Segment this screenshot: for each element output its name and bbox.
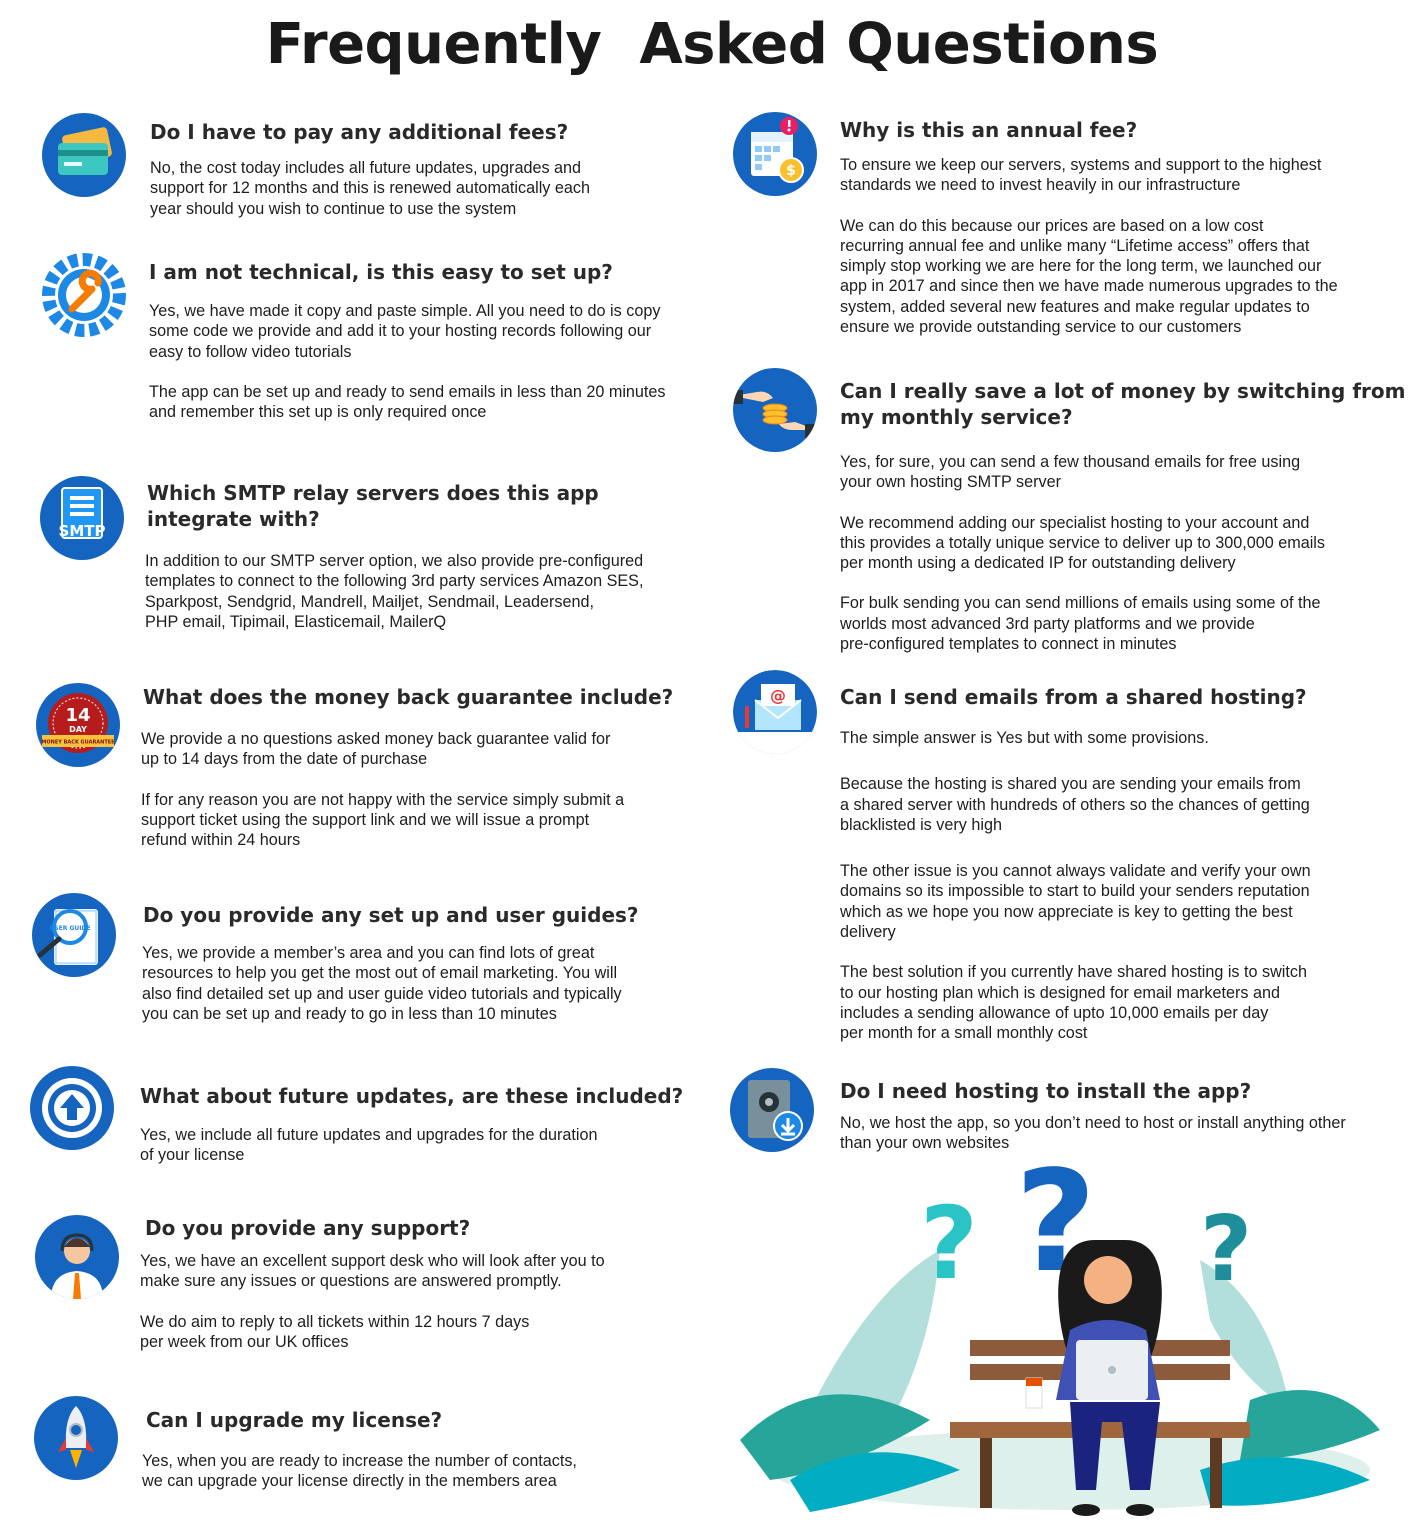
answer-paragraph: We can do this because our prices are ba…: [840, 216, 1338, 337]
gear-wrench-icon: [42, 253, 126, 337]
faq-item-future-updates: What about future updates, are these inc…: [30, 1066, 710, 1176]
answer-paragraph: To ensure we keep our servers, systems a…: [840, 156, 1322, 195]
answer-paragraph: Yes, we have an excellent support desk w…: [140, 1252, 605, 1291]
answer-paragraph: No, the cost today includes all future u…: [150, 159, 591, 218]
faq-item-user-guides: USER GUIDE Do you provide any set up and…: [32, 893, 712, 1033]
install-download-icon: [730, 1068, 814, 1152]
faq-answer: No, we host the app, so you don’t need t…: [840, 1113, 1410, 1154]
badge-banner: MONEY BACK GUARANTEE: [41, 740, 115, 746]
answer-paragraph: No, we host the app, so you don’t need t…: [840, 1114, 1346, 1153]
faq-question: I am not technical, is this easy to set …: [149, 260, 613, 284]
faq-question: Can I upgrade my license?: [146, 1408, 443, 1432]
answer-paragraph: Yes, we have made it copy and paste simp…: [149, 302, 661, 361]
faq-answer: Yes, for sure, you can send a few thousa…: [840, 452, 1410, 654]
answer-paragraph: The best solution if you currently have …: [840, 963, 1307, 1043]
faq-question: Can I really save a lot of money by swit…: [840, 379, 1406, 429]
faq-answer: To ensure we keep our servers, systems a…: [840, 155, 1410, 337]
credit-card-icon: [42, 113, 126, 197]
faq-question: Do you provide any set up and user guide…: [143, 903, 639, 927]
smtp-icon: SMTP: [40, 476, 124, 560]
faq-question: What does the money back guarantee inclu…: [143, 685, 674, 709]
smtp-icon-label: SMTP: [59, 522, 106, 540]
faq-answer: Yes, we have made it copy and paste simp…: [149, 301, 724, 422]
faq-answer: Yes, we have an excellent support desk w…: [140, 1251, 715, 1352]
answer-paragraph: Yes, when you are ready to increase the …: [142, 1452, 577, 1491]
answer-paragraph: Yes, we include all future updates and u…: [140, 1126, 598, 1165]
faq-item-annual-fee: $ Why is this an annual fee? To ensure w…: [733, 112, 1413, 342]
faq-item-support: Do you provide any support? Yes, we have…: [35, 1215, 715, 1355]
faq-item-easy-setup: I am not technical, is this easy to set …: [42, 253, 722, 433]
email-envelope-icon: @: [733, 670, 817, 754]
answer-paragraph: In addition to our SMTP server option, w…: [145, 552, 644, 631]
faq-question: Can I send emails from a shared hosting?: [840, 685, 1307, 709]
faq-question: Which SMTP relay servers does this app i…: [147, 481, 599, 531]
answer-paragraph: We recommend adding our specialist hosti…: [840, 513, 1326, 573]
answer-paragraph: The app can be set up and ready to send …: [149, 382, 666, 422]
faq-answer: Yes, when you are ready to increase the …: [142, 1451, 717, 1492]
answer-paragraph: For bulk sending you can send millions o…: [840, 594, 1321, 654]
svg-text:$: $: [786, 163, 796, 179]
faq-answer: Yes, we include all future updates and u…: [140, 1125, 715, 1166]
rocket-icon: [34, 1396, 118, 1480]
woman-laptop-question-marks-icon: ? ? ?: [730, 1140, 1410, 1532]
svg-text:?: ?: [920, 1185, 978, 1302]
user-guide-label: USER GUIDE: [49, 925, 90, 932]
answer-paragraph: Yes, we provide a member’s area and you …: [142, 944, 622, 1023]
upload-arrow-icon: [30, 1066, 114, 1150]
faq-item-install-hosting: Do I need hosting to install the app? No…: [730, 1068, 1410, 1158]
user-guide-icon: USER GUIDE: [32, 893, 116, 977]
answer-paragraph: We provide a no questions asked money ba…: [141, 730, 611, 769]
answer-paragraph: If for any reason you are not happy with…: [141, 790, 625, 850]
faq-question: What about future updates, are these inc…: [140, 1084, 684, 1108]
hand-coins-icon: [733, 368, 817, 452]
badge-day: DAY: [69, 725, 87, 734]
answer-paragraph: Because the hosting is shared you are se…: [840, 775, 1310, 834]
faq-item-save-money: Can I really save a lot of money by swit…: [733, 368, 1413, 653]
faq-answer: The simple answer is Yes but with some p…: [840, 728, 1410, 1044]
faq-answer: No, the cost today includes all future u…: [150, 158, 720, 219]
badge-number: 14: [65, 705, 90, 726]
calendar-fee-icon: $: [733, 112, 817, 196]
faq-question: Do I need hosting to install the app?: [840, 1079, 1252, 1103]
faq-question: Do you provide any support?: [145, 1216, 471, 1240]
faq-answer: We provide a no questions asked money ba…: [141, 729, 716, 850]
svg-text:?: ?: [1200, 1197, 1252, 1302]
faq-answer: In addition to our SMTP server option, w…: [145, 551, 720, 632]
faq-item-smtp-relay: SMTP Which SMTP relay servers does this …: [40, 476, 720, 636]
faq-item-upgrade-license: Can I upgrade my license? Yes, when you …: [34, 1396, 714, 1496]
support-agent-icon: [35, 1215, 119, 1299]
page-title: Frequently Asked Questions: [265, 12, 1159, 77]
faq-question: Do I have to pay any additional fees?: [150, 120, 569, 144]
faq-question: Why is this an annual fee?: [840, 118, 1138, 142]
answer-paragraph: Yes, for sure, you can send a few thousa…: [840, 453, 1301, 492]
svg-text:@: @: [770, 686, 786, 705]
answer-paragraph: We do aim to reply to all tickets within…: [140, 1312, 530, 1351]
answer-paragraph: The simple answer is Yes but with some p…: [840, 729, 1209, 747]
faq-item-additional-fees: Do I have to pay any additional fees? No…: [42, 113, 722, 223]
answer-paragraph: The other issue is you cannot always val…: [840, 862, 1311, 942]
faq-item-shared-hosting: @ Can I send emails from a shared hostin…: [733, 670, 1413, 1050]
faq-answer: Yes, we provide a member’s area and you …: [142, 943, 717, 1024]
